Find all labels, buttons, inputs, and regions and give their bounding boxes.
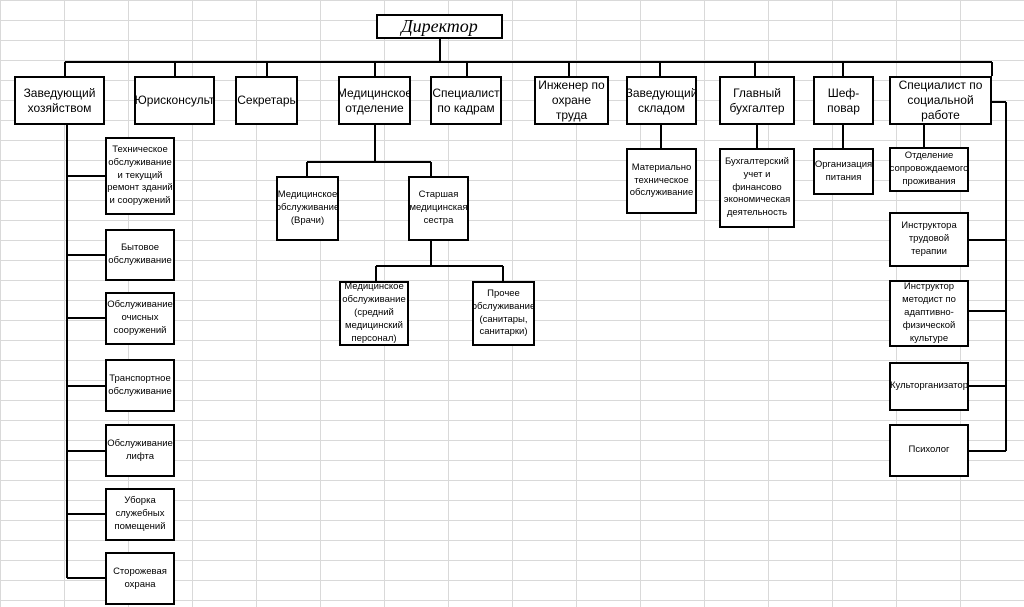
- dept-household-head: Заведующий хозяйством: [14, 76, 105, 125]
- dept-social-work: Специалист по социальной работе: [889, 76, 992, 125]
- medical-unit-head-nurse: Старшая медицинская сестра: [408, 176, 469, 241]
- household-unit-elevator: Обслуживание лифта: [105, 424, 175, 477]
- dept-legal-advisor: Юрисконсульт: [134, 76, 215, 125]
- kitchen-unit-catering: Организация питания: [813, 148, 874, 195]
- dept-secretary: Секретарь: [235, 76, 298, 125]
- dept-chief-accountant: Главный бухгалтер: [719, 76, 795, 125]
- dept-safety-engineer: Инженер по охране труда: [534, 76, 609, 125]
- social-unit-adaptive-pe: Инструктор методист по адаптивно-физичес…: [889, 280, 969, 347]
- dept-hr-specialist: Специалист по кадрам: [430, 76, 502, 125]
- dept-chef: Шеф-повар: [813, 76, 874, 125]
- household-unit-cleaning: Уборка служебных помещений: [105, 488, 175, 541]
- social-unit-cultural-organizer: Культорганизатор: [889, 362, 969, 411]
- household-unit-maintenance: Техническое обслуживание и текущий ремон…: [105, 137, 175, 215]
- director-box: Директор: [376, 14, 503, 39]
- dept-medical: Медицинское отделение: [338, 76, 411, 125]
- household-unit-security: Сторожевая охрана: [105, 552, 175, 605]
- dept-warehouse-head: Заведующий складом: [626, 76, 697, 125]
- household-unit-transport: Транспортное обслуживание: [105, 359, 175, 412]
- accounting-unit-finance: Бухгалтерский учет и финансово экономиче…: [719, 148, 795, 228]
- household-unit-domestic: Бытовое обслуживание: [105, 229, 175, 281]
- household-unit-treatment: Обслуживание очисных сооружений: [105, 292, 175, 345]
- medical-unit-other-staff: Прочее обслуживание (санитары, санитарки…: [472, 281, 535, 346]
- social-unit-psychologist: Психолог: [889, 424, 969, 477]
- medical-unit-doctors: Медицинское обслуживание (Врачи): [276, 176, 339, 241]
- social-unit-supported-living: Отделение сопровождаемого проживания: [889, 147, 969, 192]
- warehouse-unit-logistics: Материально техническое обслуживание: [626, 148, 697, 214]
- social-unit-labor-therapy: Инструктора трудовой терапии: [889, 212, 969, 267]
- medical-unit-mid-staff: Медицинское обслуживание (средний медици…: [339, 281, 409, 346]
